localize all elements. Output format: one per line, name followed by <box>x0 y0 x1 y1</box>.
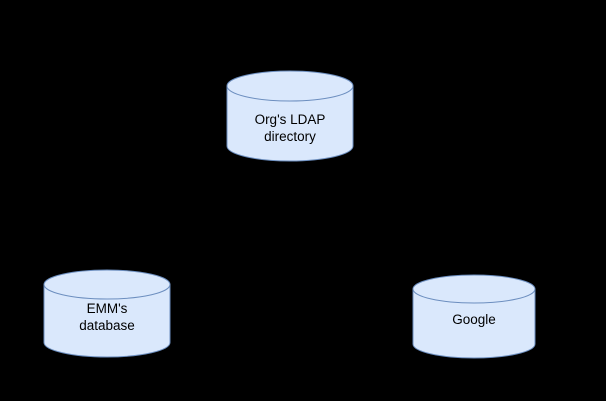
database-cylinder-icon <box>226 70 354 162</box>
node-emm-database[interactable]: EMM's database <box>43 269 171 358</box>
node-org-ldap-directory[interactable]: Org's LDAP directory <box>226 70 354 162</box>
database-cylinder-icon <box>412 274 536 359</box>
node-google[interactable]: Google <box>412 274 536 359</box>
database-cylinder-icon <box>43 269 171 358</box>
